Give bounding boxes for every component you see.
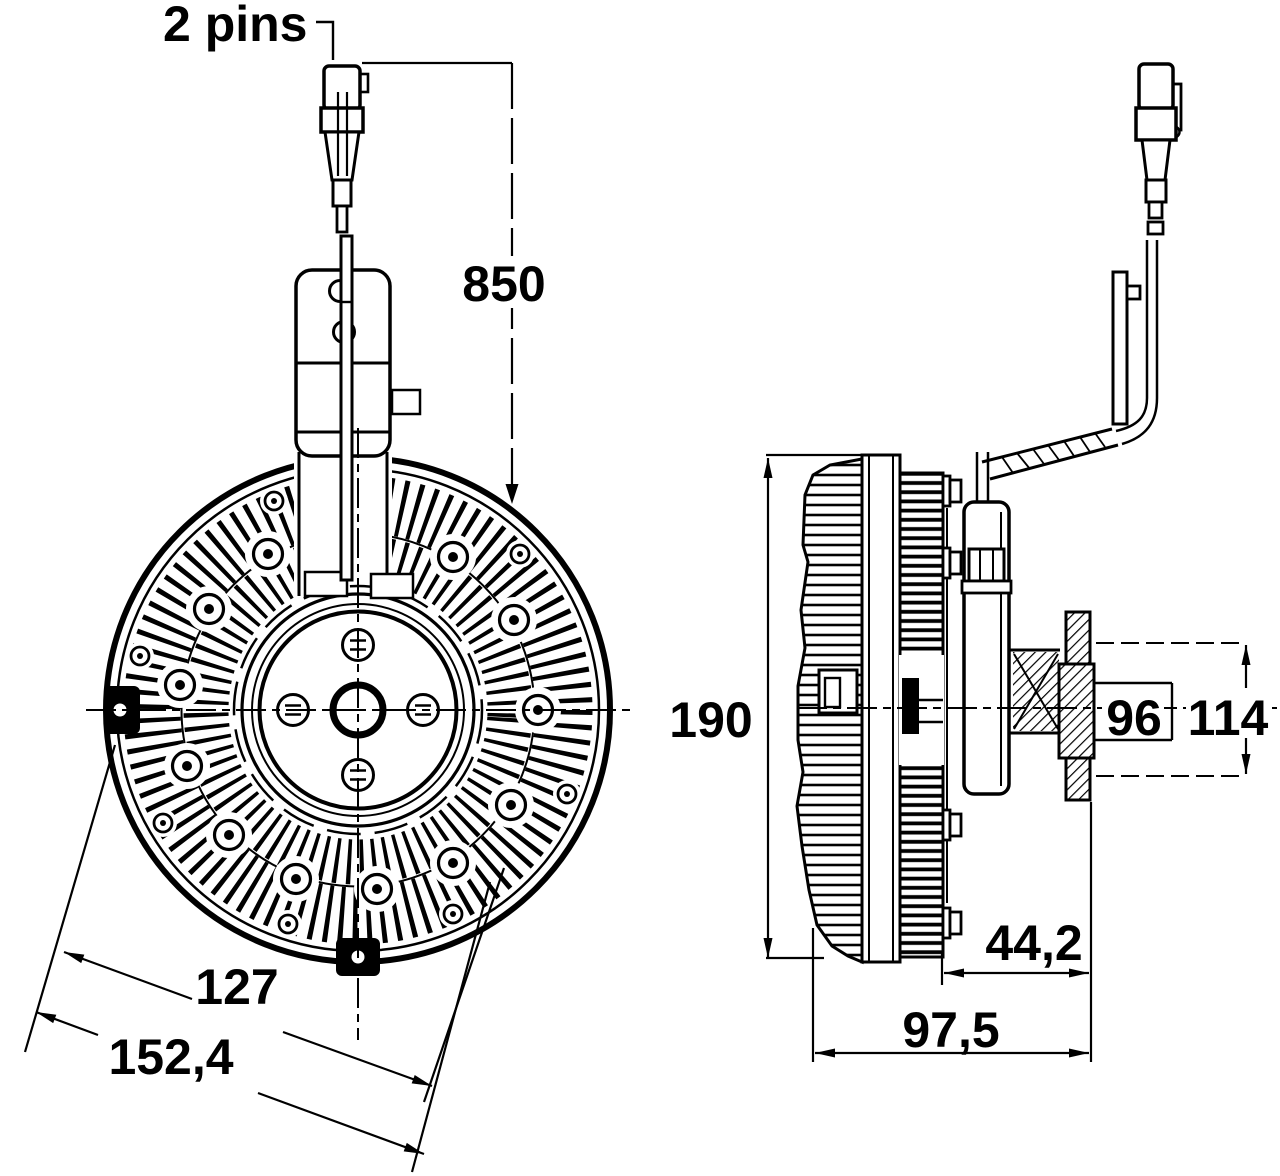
sensor-rod — [339, 234, 354, 582]
dim-850: 850 — [362, 61, 546, 504]
connector-plug-front — [319, 64, 370, 234]
dim-label-152-4: 152,4 — [108, 1029, 233, 1085]
dim-label-127: 127 — [195, 959, 278, 1015]
dim-label-96: 96 — [1106, 690, 1162, 746]
dim-114: 114 — [1096, 642, 1272, 777]
pins-callout: 2 pins — [163, 0, 335, 60]
side-view-drawing — [795, 62, 1279, 965]
bracket-lower — [297, 388, 422, 600]
fan-mount-bolts — [157, 531, 561, 912]
dim-190: 190 — [669, 453, 868, 960]
dim-label-114: 114 — [1188, 690, 1269, 746]
front-centerlines — [86, 428, 636, 1040]
dim-97-5: 97,5 — [811, 928, 1089, 1062]
drum-studs — [941, 474, 963, 940]
front-view-drawing — [86, 64, 636, 1040]
connector-plug-side — [1134, 62, 1183, 236]
ribbed-drum — [898, 471, 945, 959]
dim-label-190: 190 — [669, 692, 752, 748]
dim-label-97-5: 97,5 — [902, 1002, 999, 1058]
dim-152-4: 152,4 — [35, 881, 492, 1173]
shaft-and-flange — [1009, 610, 1174, 802]
pins-label: 2 pins — [163, 0, 307, 52]
wiring-arm — [975, 240, 1159, 502]
dim-96: 96 — [1102, 686, 1164, 746]
dim-label-850: 850 — [462, 256, 545, 312]
dim-127: 127 — [23, 744, 506, 1103]
dim-label-44-2: 44,2 — [985, 915, 1082, 971]
rim-bolts — [126, 487, 581, 938]
dim-44-2: 44,2 — [940, 802, 1093, 1062]
actuator-housing — [960, 500, 1013, 796]
